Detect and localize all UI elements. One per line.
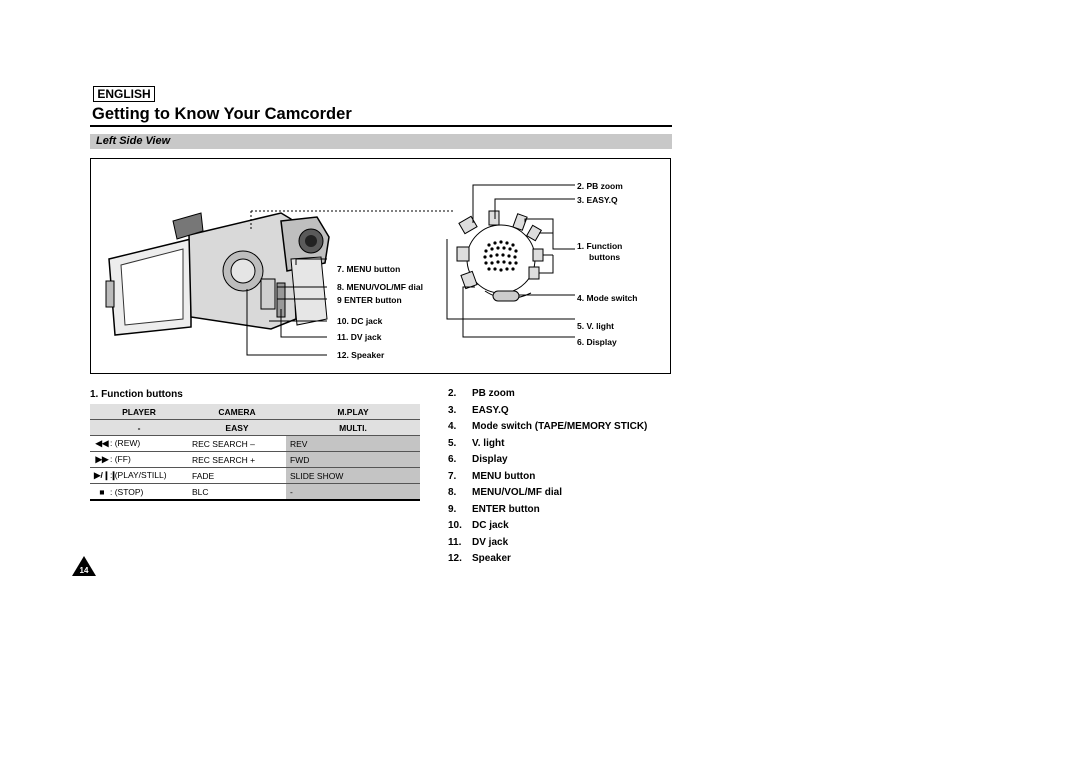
play-pause-icon: ▶/❙❙ — [94, 470, 118, 480]
list-item-text: DC jack — [472, 520, 509, 531]
section-header: Left Side View — [90, 134, 672, 149]
camera-function: REC SEARCH + — [188, 451, 286, 468]
list-item-number: 5. — [448, 437, 457, 449]
list-item-number: 6. — [448, 454, 457, 465]
section-title: Left Side View — [96, 135, 171, 147]
camera-function: FADE — [188, 467, 286, 484]
table-header-row: PLAYER CAMERA M.PLAY — [90, 404, 420, 420]
list-item-number: 12. — [448, 553, 462, 564]
list-item: 5. V. light — [448, 438, 647, 455]
list-item: 9. ENTER button — [448, 504, 647, 521]
list-item-text: MENU button — [472, 470, 536, 482]
label-dv-jack: 11. DV jack — [337, 332, 382, 342]
list-item-text: Speaker — [472, 553, 511, 564]
page-number-badge: 14 — [72, 556, 96, 576]
list-item-number: 11. — [448, 536, 462, 548]
mplay-function: REV — [286, 435, 420, 452]
label-mode-switch: 4. Mode switch — [577, 293, 638, 303]
label-enter-button: 9 ENTER button — [337, 295, 402, 305]
label-function-buttons: buttons — [589, 252, 621, 262]
list-item: 6. Display — [448, 454, 647, 471]
column-header-player: PLAYER — [90, 404, 188, 420]
list-item-number: 4. — [448, 421, 457, 432]
label-display: 6. Display — [577, 337, 617, 347]
camera-function: BLC — [188, 483, 286, 501]
list-item-number: 8. — [448, 487, 457, 498]
leader-lines-left — [246, 258, 327, 356]
label-menu-button: 7. MENU button — [337, 264, 401, 274]
table-mode-row: - EASY MULTI. — [90, 419, 420, 436]
label-speaker: 12. Speaker — [337, 350, 385, 360]
mode-mplay: MULTI. — [286, 419, 420, 436]
page-number-triangle: 14 — [72, 556, 96, 576]
stop-icon: ■ — [99, 486, 105, 497]
label-function: 1. Function — [577, 241, 623, 251]
list-item: 10. DC jack — [448, 520, 647, 537]
list-item-text: Display — [472, 454, 508, 465]
list-item-number: 7. — [448, 470, 457, 482]
list-item: 8. MENU/VOL/MF dial — [448, 487, 647, 504]
list-item-text: MENU/VOL/MF dial — [472, 487, 562, 498]
camcorder-illustration — [105, 184, 575, 356]
list-item: 2. PB zoom — [448, 388, 647, 405]
list-item-text: EASY.Q — [472, 404, 509, 416]
language-badge: ENGLISH — [93, 86, 155, 102]
player-function: : (PLAY/STILL) — [110, 470, 167, 480]
label-easy-q: 3. EASY.Q — [577, 195, 618, 205]
leader-lines-right — [446, 184, 575, 338]
mode-camera: EASY — [188, 419, 286, 436]
player-function: : (STOP) — [110, 486, 144, 497]
fast-forward-icon: ▶▶ — [95, 454, 109, 464]
lcd-panel-drawing — [105, 238, 192, 336]
list-item-text: V. light — [472, 437, 505, 449]
table-row: ▶/❙❙: (PLAY/STILL) FADE SLIDE SHOW — [90, 467, 420, 484]
table-row: ■ : (STOP) BLC - — [90, 483, 420, 501]
title-divider — [90, 125, 672, 127]
table-row: ▶▶: (FF) REC SEARCH + FWD — [90, 451, 420, 468]
mplay-function: SLIDE SHOW — [286, 467, 420, 484]
page-number: 14 — [80, 566, 89, 575]
label-v-light: 5. V. light — [577, 321, 615, 331]
player-function: : (FF) — [110, 454, 131, 464]
list-item-number: 10. — [448, 520, 462, 531]
table-row: ◀◀: (REW) REC SEARCH – REV — [90, 435, 420, 452]
camcorder-diagram: 7. MENU button 8. MENU/VOL/MF dial 9 ENT… — [90, 158, 671, 374]
column-header-camera: CAMERA — [188, 404, 286, 420]
function-buttons-table: PLAYER CAMERA M.PLAY - EASY MULTI. ◀◀: (… — [90, 404, 420, 501]
column-header-mplay: M.PLAY — [286, 404, 420, 420]
label-pb-zoom: 2. PB zoom — [577, 181, 623, 191]
camera-function: REC SEARCH – — [188, 435, 286, 452]
label-dc-jack: 10. DC jack — [337, 316, 383, 326]
label-menu-vol-mf-dial: 8. MENU/VOL/MF dial — [337, 282, 423, 292]
list-item: 7. MENU button — [448, 471, 647, 488]
page-title: Getting to Know Your Camcorder — [92, 105, 352, 123]
list-item-text: Mode switch (TAPE/MEMORY STICK) — [472, 421, 648, 432]
list-item: 11. DV jack — [448, 537, 647, 554]
mplay-function: FWD — [286, 451, 420, 468]
list-item-number: 2. — [448, 388, 457, 399]
mplay-function: - — [286, 483, 420, 501]
function-buttons-heading: 1. Function buttons — [90, 389, 183, 400]
list-item: 3. EASY.Q — [448, 405, 647, 422]
control-panel-inset — [456, 210, 544, 302]
list-item-number: 3. — [448, 404, 457, 416]
list-item: 12. Speaker — [448, 553, 647, 570]
camcorder-body-drawing — [172, 212, 330, 330]
list-item: 4. Mode switch (TAPE/MEMORY STICK) — [448, 421, 647, 438]
list-item-text: PB zoom — [472, 388, 515, 399]
list-item-text: ENTER button — [472, 503, 540, 515]
list-item-text: DV jack — [472, 536, 509, 548]
rewind-icon: ◀◀ — [95, 438, 109, 448]
mode-player: - — [90, 419, 188, 436]
parts-list: 2. PB zoom 3. EASY.Q 4. Mode switch (TAPE/M… — [448, 388, 647, 570]
list-item-number: 9. — [448, 503, 457, 515]
player-function: : (REW) — [110, 438, 141, 448]
